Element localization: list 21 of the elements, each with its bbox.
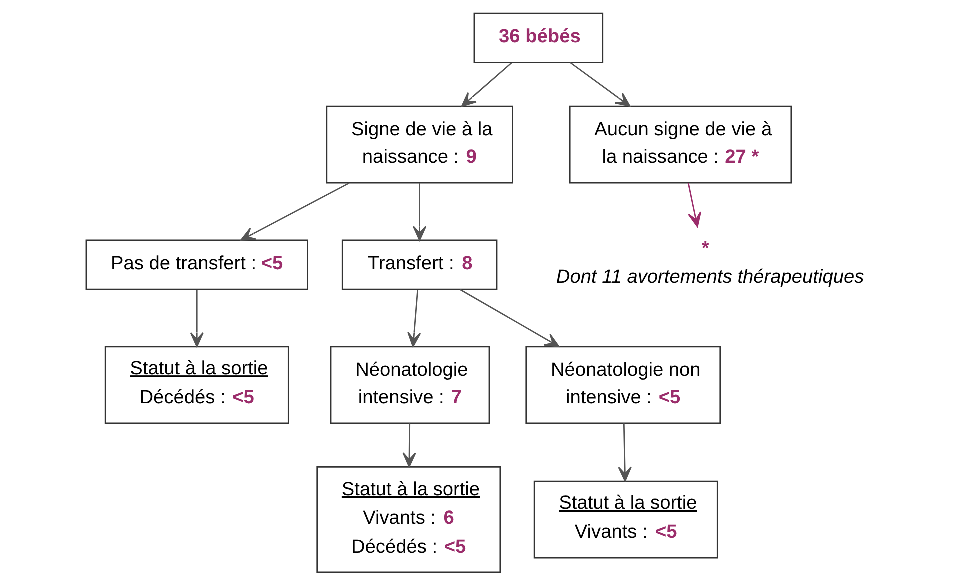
arrow [402,424,416,468]
node-box: Statut à la sortie Vivants : 6 Décédés : <5 [316,466,502,574]
node-box: Néonatologie intensive : 7 [330,346,490,424]
node-box: Statut à la sortie Vivants : <5 [534,480,718,559]
node-box: Néonatologie non intensive : <5 [526,346,722,424]
node-box: Statut à la sortie Décédés : <5 [104,346,290,424]
arrow [408,290,422,348]
node-text: * Dont 11 avortements thérapeutiques [556,238,864,288]
node-box: Pas de transfert : <5 [86,240,308,290]
arrow [461,62,512,108]
arrow [460,289,560,348]
node-box: 36 bébés [474,12,604,64]
node-box: Aucun signe de vie à la naissance : 27 * [569,106,792,184]
arrow [240,182,350,242]
node-box: Signe de vie à la naissance : 9 [326,106,514,184]
node-box: Transfert : 8 [342,240,498,290]
arrow [190,290,204,348]
arrow [688,183,702,228]
arrow [618,424,632,482]
arrow [412,183,427,242]
arrow [570,62,631,107]
